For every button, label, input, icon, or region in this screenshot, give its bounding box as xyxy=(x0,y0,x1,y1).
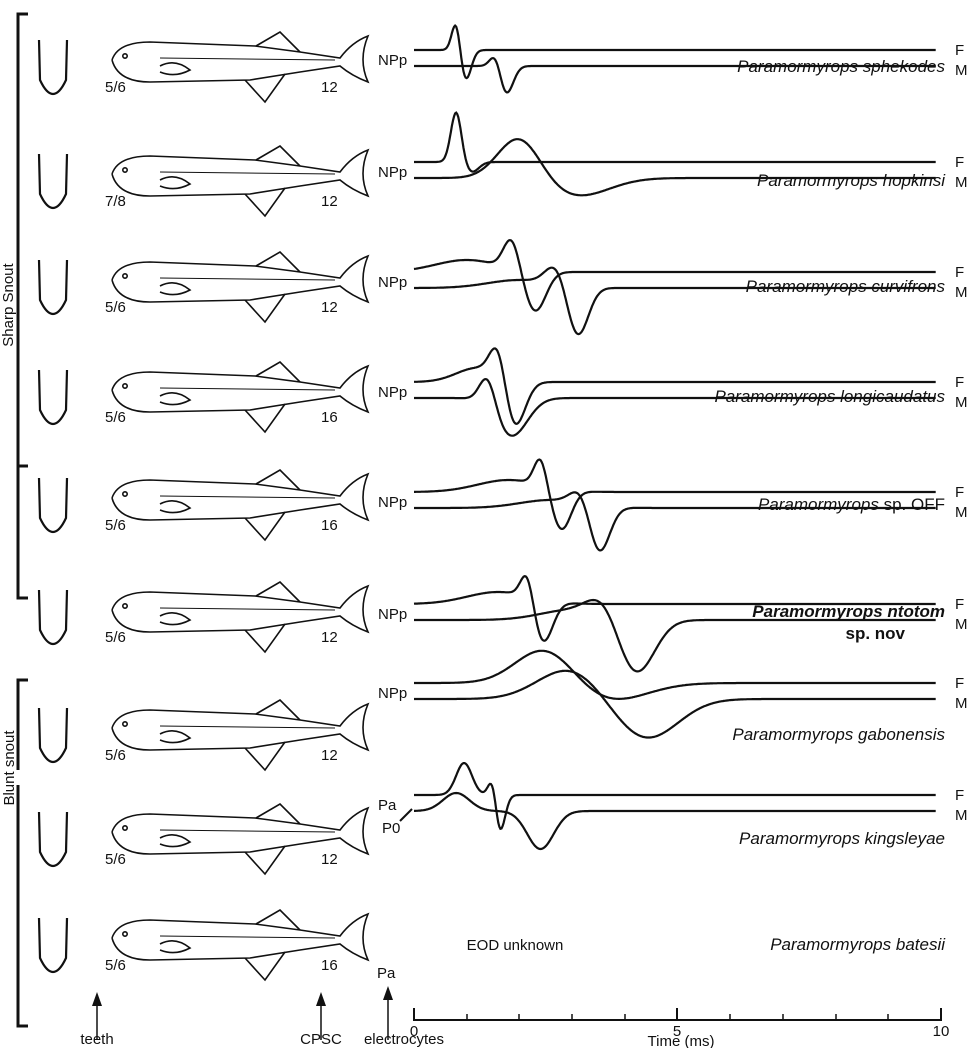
trace-label-f: F xyxy=(955,787,964,804)
teeth-count: 7/8 xyxy=(105,193,126,210)
trace-label-f: F xyxy=(955,264,964,281)
label-cpsc: CPSC xyxy=(300,1031,342,1048)
cpsc-count: 16 xyxy=(321,409,338,426)
tooth-shape-icon xyxy=(39,812,67,866)
electrocyte-label: Pa xyxy=(378,797,397,814)
tooth-shape-icon xyxy=(39,260,67,314)
cpsc-count: 12 xyxy=(321,299,338,316)
tooth-shape-icon xyxy=(39,154,67,208)
species-row: 5/6 12 Paramormyrops curvifrons FM NPp xyxy=(39,240,968,334)
cpsc-count: 12 xyxy=(321,851,338,868)
teeth-count: 5/6 xyxy=(105,517,126,534)
label-electrocytes: electrocytes xyxy=(364,1031,444,1048)
eod-trace-female xyxy=(414,763,936,829)
group-label-sharp-snout: Sharp Snout xyxy=(0,262,17,346)
species-name: Paramormyrops hopkinsi xyxy=(757,171,946,190)
trace-label-m: M xyxy=(955,62,968,79)
tooth-shape-icon xyxy=(39,708,67,762)
electrocyte-label: NPp xyxy=(378,494,407,511)
electrocyte-label: NPp xyxy=(378,606,407,623)
tick-label-10: 10 xyxy=(933,1023,950,1040)
cpsc-count: 12 xyxy=(321,747,338,764)
tooth-shape-icon xyxy=(39,590,67,644)
electrocyte-label: NPp xyxy=(378,384,407,401)
species-row: 5/6 16 Paramormyrops sp. OFF FM NPp xyxy=(39,460,968,551)
bracket-blunt-snout xyxy=(18,680,28,1026)
eod-trace-female xyxy=(414,651,936,699)
trace-label-f: F xyxy=(955,675,964,692)
p0-arrow-icon xyxy=(400,809,412,821)
cpsc-count: 16 xyxy=(321,957,338,974)
trace-label-f: F xyxy=(955,596,964,613)
tooth-shape-icon xyxy=(39,370,67,424)
trace-label-f: F xyxy=(955,484,964,501)
species-row: 5/6 16 Paramormyrops longicaudatus FM NPp xyxy=(39,349,968,436)
tooth-shape-icon xyxy=(39,918,67,972)
species-row: 5/6 12 Paramormyrops gabonensis FM NPp xyxy=(39,651,968,770)
electrocyte-label: NPp xyxy=(378,52,407,69)
trace-label-m: M xyxy=(955,284,968,301)
teeth-count: 5/6 xyxy=(105,409,126,426)
trace-label-f: F xyxy=(955,374,964,391)
trace-label-m: M xyxy=(955,695,968,712)
teeth-count: 5/6 xyxy=(105,957,126,974)
time-axis: 0 5 10 Time (ms) xyxy=(410,1008,950,1048)
teeth-count: 5/6 xyxy=(105,629,126,646)
x-axis-label: Time (ms) xyxy=(648,1033,715,1048)
teeth-count: 5/6 xyxy=(105,851,126,868)
bottom-arrows xyxy=(92,986,393,1040)
electrocyte-label: NPp xyxy=(378,685,407,702)
trace-label-m: M xyxy=(955,807,968,824)
electrocyte-label: NPp xyxy=(378,274,407,291)
species-name-line2: sp. nov xyxy=(845,624,905,643)
electrocyte-label: NPp xyxy=(378,164,407,181)
species-name: Paramormyrops longicaudatus xyxy=(714,387,945,406)
species-row: 7/8 12 Paramormyrops hopkinsi FM NPp xyxy=(39,113,968,216)
species-name: Paramormyrops kingsleyae xyxy=(739,829,945,848)
trace-label-f: F xyxy=(955,154,964,171)
cpsc-count: 12 xyxy=(321,193,338,210)
label-teeth: teeth xyxy=(80,1031,113,1048)
cpsc-count: 12 xyxy=(321,629,338,646)
teeth-count: 5/6 xyxy=(105,299,126,316)
eod-trace-female xyxy=(414,240,936,310)
species-name: Paramormyrops sp. OFF xyxy=(758,495,945,514)
tooth-shape-icon xyxy=(39,40,67,94)
group-label-blunt-snout: Blunt snout xyxy=(1,730,18,806)
trace-label-m: M xyxy=(955,504,968,521)
species-name: Paramormyrops curvifrons xyxy=(746,277,946,296)
cpsc-count: 16 xyxy=(321,517,338,534)
eod-unknown-note: EOD unknown xyxy=(467,937,564,954)
p0-label: P0 xyxy=(382,820,400,837)
cpsc-count: 12 xyxy=(321,79,338,96)
trace-label-m: M xyxy=(955,616,968,633)
eod-trace-female xyxy=(414,113,936,172)
tooth-shape-icon xyxy=(39,478,67,532)
electrocyte-label: Pa xyxy=(377,965,396,982)
trace-label-f: F xyxy=(955,42,964,59)
species-name: Paramormyrops batesii xyxy=(770,935,946,954)
teeth-count: 5/6 xyxy=(105,747,126,764)
species-name: Paramormyrops gabonensis xyxy=(732,725,945,744)
trace-label-m: M xyxy=(955,174,968,191)
bracket-sharp-snout xyxy=(18,14,28,598)
teeth-count: 5/6 xyxy=(105,79,126,96)
trace-label-m: M xyxy=(955,394,968,411)
species-row: 5/612Paramormyrops sphekodesFMNPp xyxy=(39,26,968,102)
species-row: 5/6 16 Paramormyrops batesii EOD unknownPa xyxy=(39,910,946,982)
